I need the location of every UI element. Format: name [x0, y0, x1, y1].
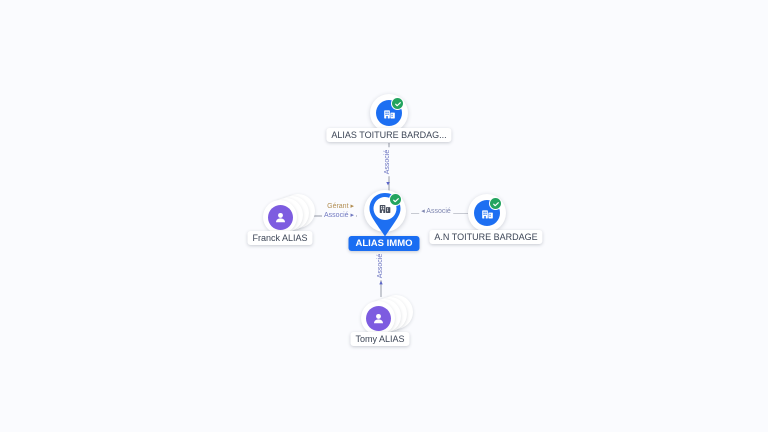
- edge-left-role-associe: Associé ▸: [322, 211, 356, 220]
- edge-right-label: ◂ Associé: [419, 208, 453, 216]
- node-franck-alias[interactable]: [263, 194, 317, 238]
- associe-label: Associé: [324, 211, 349, 219]
- arrow-left-icon: ◂: [421, 208, 425, 215]
- arrow-right-icon: ▸: [350, 211, 354, 219]
- arrow-down-icon: ▾: [386, 180, 390, 188]
- node-card-circle: [263, 200, 297, 234]
- node-label-tomy-alias[interactable]: Tomy ALIAS: [350, 332, 410, 346]
- node-tomy-alias[interactable]: [361, 295, 415, 339]
- node-label-alias-immo[interactable]: ALIAS IMMO: [348, 236, 420, 251]
- gerant-label: Gérant: [327, 203, 349, 210]
- node-alias-immo[interactable]: [364, 190, 406, 240]
- node-card-circle: [361, 301, 395, 335]
- edge-bottom-label: Associé: [376, 251, 386, 281]
- person-icon: [365, 305, 391, 331]
- node-label-alias-toiture-bardage[interactable]: ALIAS TOITURE BARDAG...: [326, 128, 452, 142]
- node-label-franck-alias[interactable]: Franck ALIAS: [247, 231, 313, 245]
- node-an-toiture-bardage[interactable]: [468, 194, 506, 232]
- verified-check-icon: [489, 197, 502, 210]
- associe-label: Associé: [426, 208, 451, 215]
- person-icon: [267, 204, 293, 230]
- verified-check-icon: [391, 97, 404, 110]
- node-label-an-toiture-bardage[interactable]: A.N TOITURE BARDAGE: [429, 230, 543, 244]
- node-alias-toiture-bardage[interactable]: [370, 94, 408, 132]
- arrow-right-icon: ▸: [350, 203, 354, 210]
- verified-check-icon: [389, 193, 402, 206]
- edge-left-role-gerant: Gérant ▸: [325, 203, 356, 211]
- arrow-up-icon: ▴: [379, 279, 383, 287]
- edge-top-label: Associé: [383, 147, 393, 177]
